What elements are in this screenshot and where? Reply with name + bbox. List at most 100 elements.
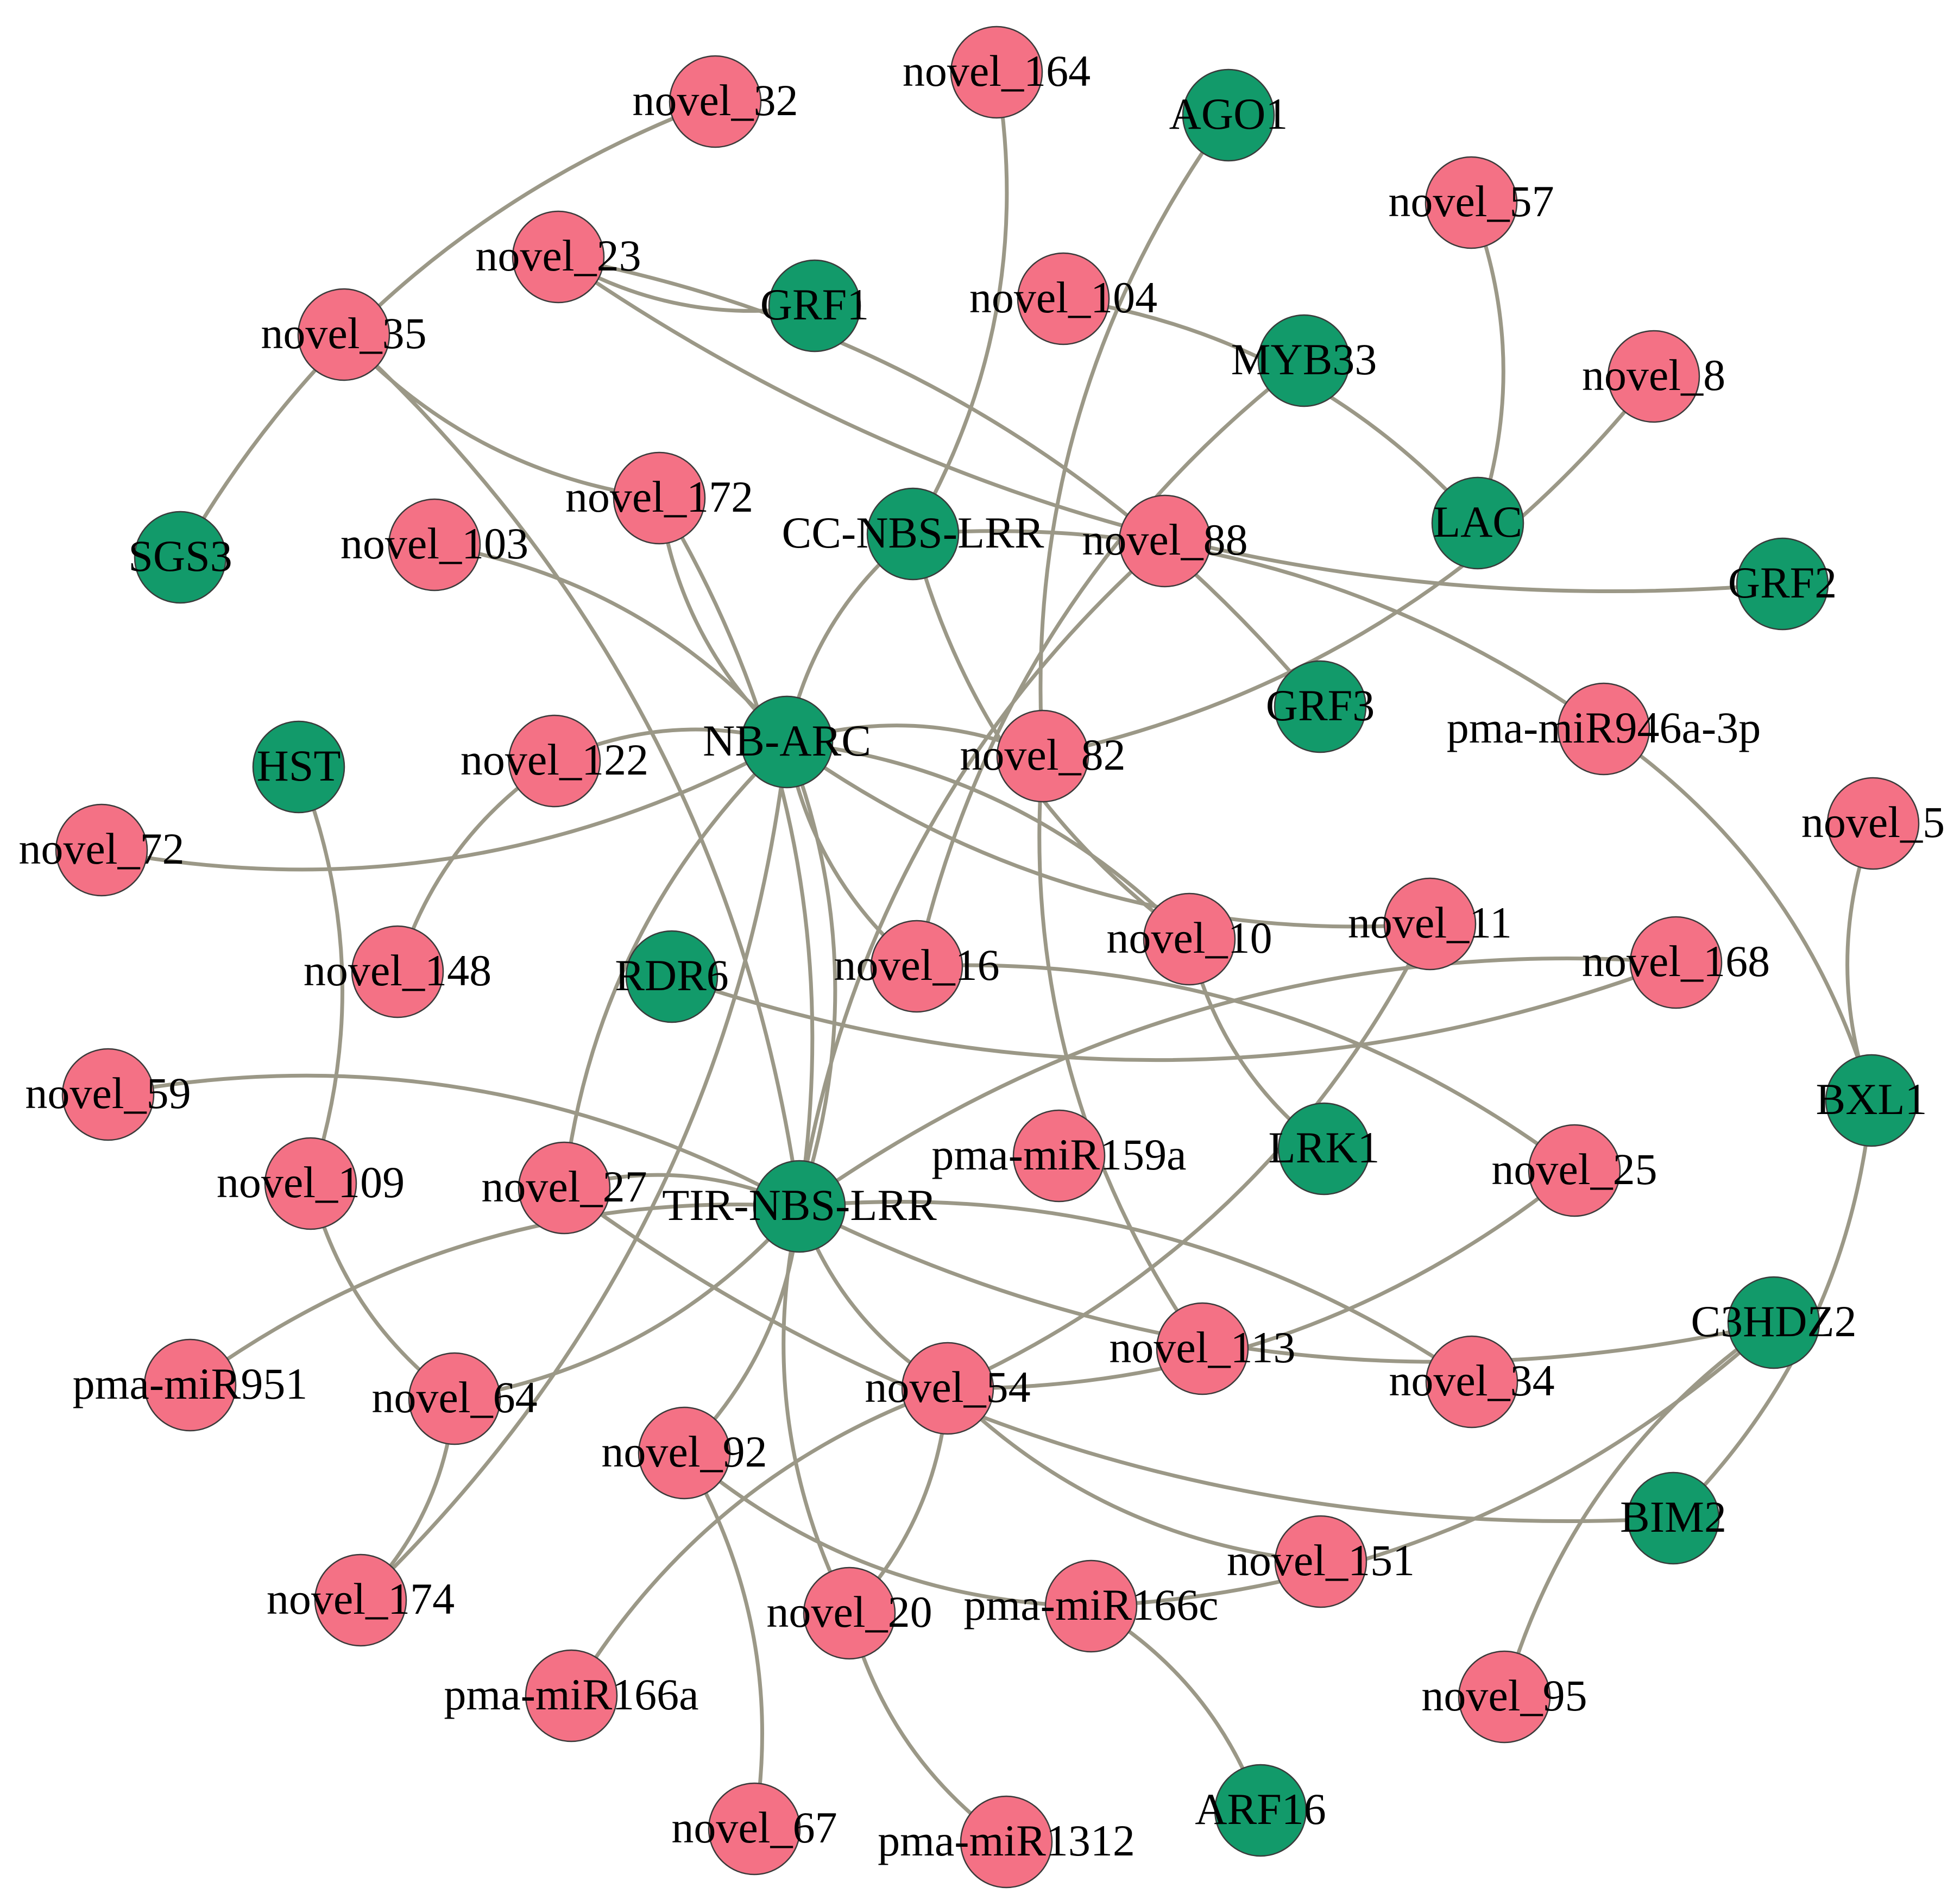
node-novel_122[interactable]: novel_122 [461, 714, 648, 808]
node-novel_27[interactable]: novel_27 [481, 1141, 647, 1235]
node-pma-miR166c[interactable]: pma-miR166c [963, 1559, 1219, 1653]
node-novel_34[interactable]: novel_34 [1389, 1335, 1555, 1429]
node-circle[interactable] [1607, 330, 1700, 423]
node-circle[interactable] [1528, 1124, 1621, 1217]
node-circle[interactable] [143, 1338, 237, 1432]
node-circle[interactable] [708, 1782, 801, 1876]
node-circle[interactable] [55, 803, 148, 897]
node-circle[interactable] [613, 451, 706, 545]
node-novel_172[interactable]: novel_172 [565, 451, 753, 545]
node-circle[interactable] [297, 288, 390, 381]
node-circle[interactable] [1156, 1302, 1249, 1395]
node-novel_8[interactable]: novel_8 [1582, 330, 1725, 423]
node-novel_35[interactable]: novel_35 [261, 288, 427, 381]
node-novel_64[interactable]: novel_64 [371, 1352, 538, 1445]
node-circle[interactable] [960, 1795, 1053, 1889]
node-novel_82[interactable]: novel_82 [960, 709, 1126, 803]
node-circle[interactable] [870, 920, 963, 1013]
node-novel_164[interactable]: novel_164 [903, 26, 1091, 119]
node-circle[interactable] [1257, 314, 1351, 407]
node-circle[interactable] [508, 714, 601, 808]
node-novel_104[interactable]: novel_104 [969, 252, 1157, 345]
node-circle[interactable] [1274, 1515, 1367, 1608]
node-circle[interactable] [866, 487, 960, 581]
node-circle[interactable] [1143, 892, 1236, 986]
node-circle[interactable] [264, 1137, 357, 1230]
node-circle[interactable] [1383, 877, 1477, 971]
node-pma-miR166a[interactable]: pma-miR166a [444, 1649, 699, 1742]
node-novel_92[interactable]: novel_92 [601, 1406, 767, 1500]
node-circle[interactable] [950, 26, 1043, 119]
node-circle[interactable] [1274, 660, 1367, 753]
node-circle[interactable] [1182, 68, 1275, 162]
node-circle[interactable] [1118, 494, 1212, 588]
node-circle[interactable] [1277, 1102, 1371, 1196]
node-circle[interactable] [134, 511, 227, 604]
node-novel_11[interactable]: novel_11 [1348, 877, 1512, 971]
node-RDR6[interactable]: RDR6 [615, 930, 729, 1023]
node-circle[interactable] [518, 1141, 611, 1235]
node-novel_168[interactable]: novel_168 [1582, 916, 1770, 1009]
node-circle[interactable] [252, 720, 345, 814]
node-novel_25[interactable]: novel_25 [1491, 1124, 1658, 1217]
node-AGO1[interactable]: AGO1 [1169, 68, 1288, 162]
node-HST[interactable]: HST [252, 720, 345, 814]
node-novel_5[interactable]: novel_5 [1801, 777, 1945, 870]
node-circle[interactable] [1214, 1764, 1307, 1857]
node-circle[interactable] [625, 930, 719, 1023]
node-novel_109[interactable]: novel_109 [217, 1137, 405, 1230]
node-LAC[interactable]: LAC [1431, 476, 1524, 570]
node-circle[interactable] [1431, 476, 1524, 570]
node-circle[interactable] [1012, 1109, 1106, 1203]
node-novel_103[interactable]: novel_103 [341, 498, 528, 592]
node-novel_16[interactable]: novel_16 [834, 920, 1000, 1013]
node-GRF1[interactable]: GRF1 [760, 259, 869, 353]
node-BXL1[interactable]: BXL1 [1816, 1054, 1927, 1147]
node-circle[interactable] [1736, 537, 1829, 631]
node-novel_23[interactable]: novel_23 [475, 210, 641, 304]
node-circle[interactable] [1458, 1650, 1551, 1744]
node-novel_72[interactable]: novel_72 [18, 803, 185, 897]
node-circle[interactable] [1629, 916, 1723, 1009]
node-circle[interactable] [1044, 1559, 1138, 1653]
node-novel_174[interactable]: novel_174 [267, 1553, 455, 1647]
node-circle[interactable] [1627, 1471, 1720, 1565]
node-circle[interactable] [512, 210, 605, 304]
node-circle[interactable] [740, 695, 834, 789]
node-pma-miR946a-3p[interactable]: pma-miR946a-3p [1447, 682, 1761, 776]
node-circle[interactable] [1727, 1276, 1820, 1369]
node-novel_10[interactable]: novel_10 [1106, 892, 1272, 986]
node-GRF2[interactable]: GRF2 [1728, 537, 1837, 631]
node-circle[interactable] [314, 1553, 407, 1647]
node-ARF16[interactable]: ARF16 [1195, 1764, 1326, 1857]
node-NB-ARC[interactable]: NB-ARC [703, 695, 871, 789]
node-novel_151[interactable]: novel_151 [1227, 1515, 1415, 1608]
node-circle[interactable] [753, 1160, 846, 1253]
node-LRK1[interactable]: LRK1 [1269, 1102, 1380, 1196]
node-circle[interactable] [1826, 777, 1920, 870]
node-pma-miR951[interactable]: pma-miR951 [73, 1338, 308, 1432]
node-novel_67[interactable]: novel_67 [671, 1782, 837, 1876]
node-novel_59[interactable]: novel_59 [25, 1048, 191, 1141]
node-CC-NBS-LRR[interactable]: CC-NBS-LRR [782, 487, 1044, 581]
node-circle[interactable] [1017, 252, 1110, 345]
node-circle[interactable] [669, 55, 762, 148]
node-circle[interactable] [388, 498, 481, 592]
node-novel_32[interactable]: novel_32 [632, 55, 798, 148]
node-circle[interactable] [1825, 1054, 1918, 1147]
node-novel_113[interactable]: novel_113 [1109, 1302, 1296, 1395]
node-C3HDZ2[interactable]: C3HDZ2 [1691, 1276, 1857, 1369]
node-novel_148[interactable]: novel_148 [304, 925, 491, 1018]
node-circle[interactable] [768, 259, 861, 353]
node-pma-miR159a[interactable]: pma-miR159a [931, 1109, 1187, 1203]
node-GRF3[interactable]: GRF3 [1266, 660, 1375, 753]
node-MYB33[interactable]: MYB33 [1231, 314, 1377, 407]
node-circle[interactable] [61, 1048, 155, 1141]
node-SGS3[interactable]: SGS3 [128, 511, 232, 604]
node-circle[interactable] [525, 1649, 618, 1742]
node-pma-miR1312[interactable]: pma-miR1312 [878, 1795, 1135, 1889]
node-circle[interactable] [351, 925, 444, 1018]
node-novel_57[interactable]: novel_57 [1388, 156, 1554, 249]
node-circle[interactable] [1425, 156, 1518, 249]
node-circle[interactable] [638, 1406, 731, 1500]
